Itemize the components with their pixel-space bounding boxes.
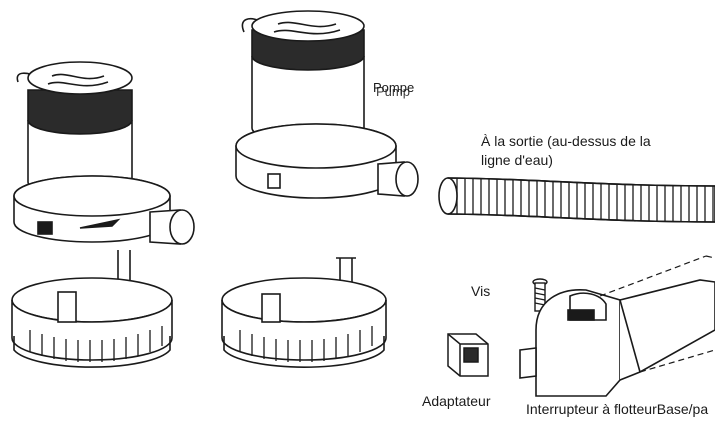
label-adapter: Adaptateur — [422, 393, 491, 409]
hose-end — [438, 177, 458, 215]
pump-left-base-slots — [29, 326, 163, 362]
pump-left-latch — [37, 221, 53, 235]
pump-left-arrow — [79, 218, 121, 229]
label-float-switch: Interrupteur à flotteurBase/pa — [526, 401, 708, 417]
pump-middle — [221, 10, 419, 368]
adapter — [447, 333, 489, 377]
pump-left-cap-band — [27, 89, 133, 135]
float-switch-arm — [619, 279, 715, 381]
label-pump-fr: Pompe — [373, 80, 414, 95]
pump-middle-latch — [267, 173, 281, 189]
label-screw: Vis — [471, 283, 490, 299]
pump-left-base-wall — [11, 299, 173, 361]
pump-middle-base-slots — [239, 326, 373, 362]
outlet-hose — [438, 177, 715, 223]
label-pump-en: Pump — [376, 84, 410, 99]
label-outlet-line1: À la sortie (au-dessus de la — [481, 133, 651, 149]
pump-left — [11, 61, 195, 368]
float-switch — [519, 255, 715, 397]
label-outlet-line2: ligne d'eau) — [481, 152, 553, 168]
base-plate-outline — [599, 255, 715, 373]
